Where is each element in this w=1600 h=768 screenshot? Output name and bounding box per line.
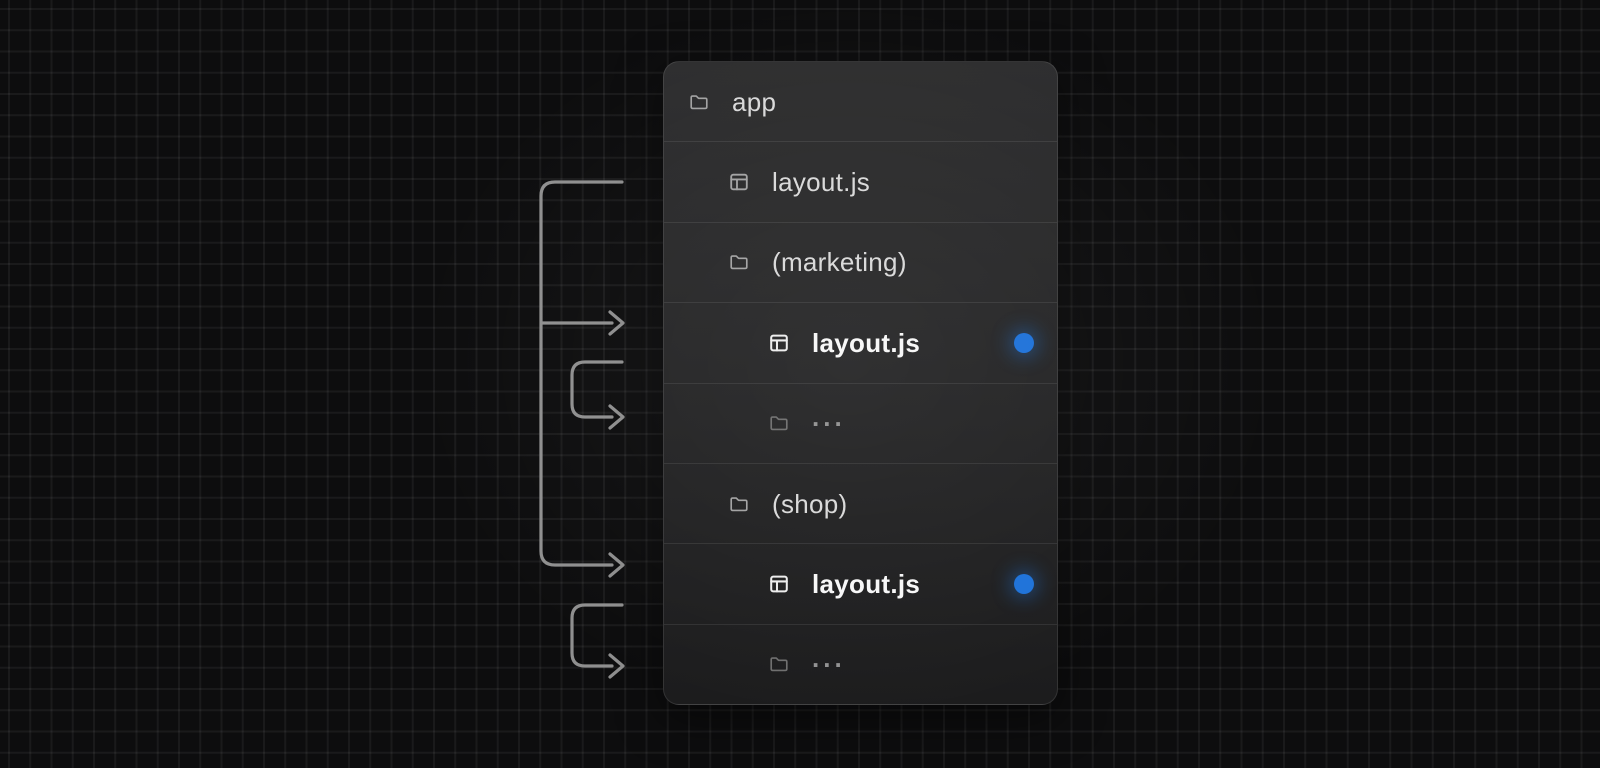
tree-row-shop-group[interactable]: (shop): [664, 462, 1057, 543]
tree-row-marketing-group[interactable]: (marketing): [664, 221, 1057, 302]
tree-row-label: ...: [812, 643, 846, 674]
tree-row-label: layout.js: [812, 327, 921, 358]
folder-icon: [728, 251, 750, 273]
folder-icon: [768, 412, 790, 434]
tree-row-label: app: [732, 86, 777, 117]
arrow-marketing-layout-to-children: [570, 360, 625, 430]
arrow-root-layout-to-nested-layouts: [539, 180, 625, 578]
layout-file-icon: [768, 573, 790, 595]
arrow-shop-layout-to-children: [570, 603, 625, 679]
tree-row-app[interactable]: app: [664, 62, 1057, 141]
tree-row-marketing-layout[interactable]: layout.js: [664, 302, 1057, 382]
tree-row-shop-children[interactable]: ...: [664, 623, 1057, 704]
folder-icon: [688, 91, 710, 113]
file-tree-panel: app layout.js (marketing): [663, 61, 1058, 705]
tree-row-root-layout[interactable]: layout.js: [664, 141, 1057, 221]
tree-row-label: (marketing): [772, 247, 907, 278]
tree-row-label: layout.js: [772, 167, 871, 198]
active-layout-dot: [1014, 332, 1034, 353]
tree-row-marketing-children[interactable]: ...: [664, 382, 1057, 463]
folder-icon: [768, 653, 790, 675]
layout-file-icon: [728, 171, 750, 193]
tree-row-label: (shop): [772, 488, 848, 519]
tree-row-label: layout.js: [812, 568, 921, 599]
active-layout-dot: [1014, 573, 1034, 594]
folder-icon: [728, 493, 750, 515]
layout-file-icon: [768, 332, 790, 354]
tree-row-shop-layout[interactable]: layout.js: [664, 543, 1057, 623]
tree-row-label: ...: [812, 402, 846, 433]
